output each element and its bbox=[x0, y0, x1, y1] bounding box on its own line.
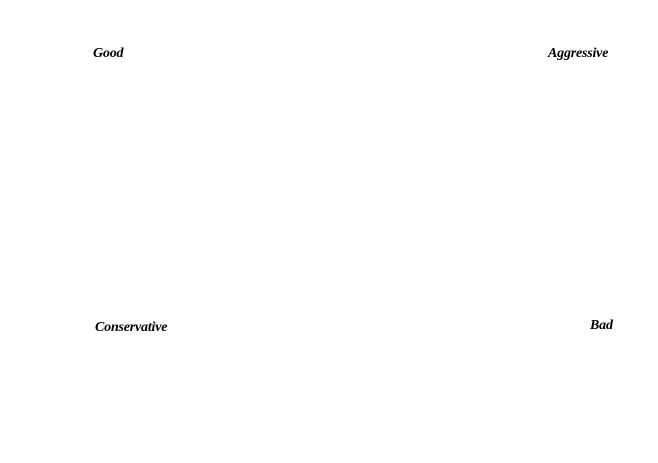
quadrant-label-bad: Bad bbox=[590, 318, 613, 333]
quadrant-label-good: Good bbox=[93, 46, 124, 61]
quadrant-label-conservative: Conservative bbox=[95, 320, 168, 335]
quadrant-label-aggressive: Aggressive bbox=[548, 46, 609, 61]
